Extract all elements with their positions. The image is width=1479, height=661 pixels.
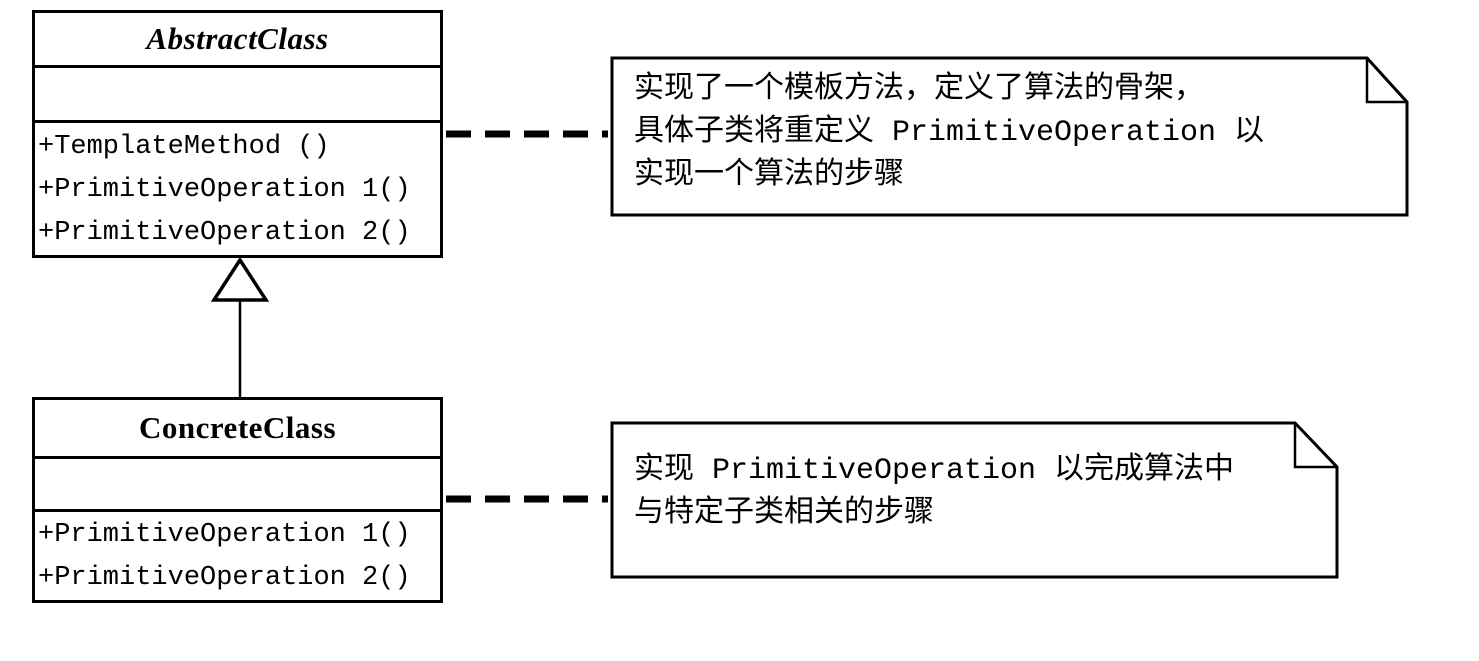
note-text-2: 实现 PrimitiveOperation 以完成算法中 与特定子类相关的步骤 [634,450,1234,536]
methods-compartment: +TemplateMethod () +PrimitiveOperation 1… [35,123,440,255]
note-line: 与特定子类相关的步骤 [634,497,934,531]
note-line: 具体子类将重定义 PrimitiveOperation 以 [634,116,1265,150]
note-line: 实现了一个模板方法，定义了算法的骨架， [634,73,1204,107]
method-item: +PrimitiveOperation 1() [38,520,411,550]
note-text-1: 实现了一个模板方法，定义了算法的骨架， 具体子类将重定义 PrimitiveOp… [634,69,1264,198]
class-box-concrete-class: ConcreteClass +PrimitiveOperation 1() +P… [32,397,443,603]
note-shape-1 [610,56,1409,217]
class-title: AbstractClass [35,13,440,69]
method-item: +PrimitiveOperation 2() [38,563,411,593]
methods-compartment: +PrimitiveOperation 1() +PrimitiveOperat… [35,512,440,600]
method-item: +TemplateMethod () [38,132,330,162]
class-title: ConcreteClass [35,400,440,459]
class-box-abstract-class: AbstractClass +TemplateMethod () +Primit… [32,10,443,258]
note-shape-2 [610,421,1339,579]
note-fold-icon [1293,423,1337,469]
note-line: 实现 PrimitiveOperation 以完成算法中 [634,454,1235,488]
attributes-compartment [35,68,440,123]
method-item: +PrimitiveOperation 2() [38,218,411,248]
attributes-compartment [35,459,440,512]
generalization-triangle-icon [210,256,270,302]
note-fold-icon [1365,58,1407,104]
note-line: 实现一个算法的步骤 [634,159,904,193]
method-item: +PrimitiveOperation 1() [38,175,411,205]
